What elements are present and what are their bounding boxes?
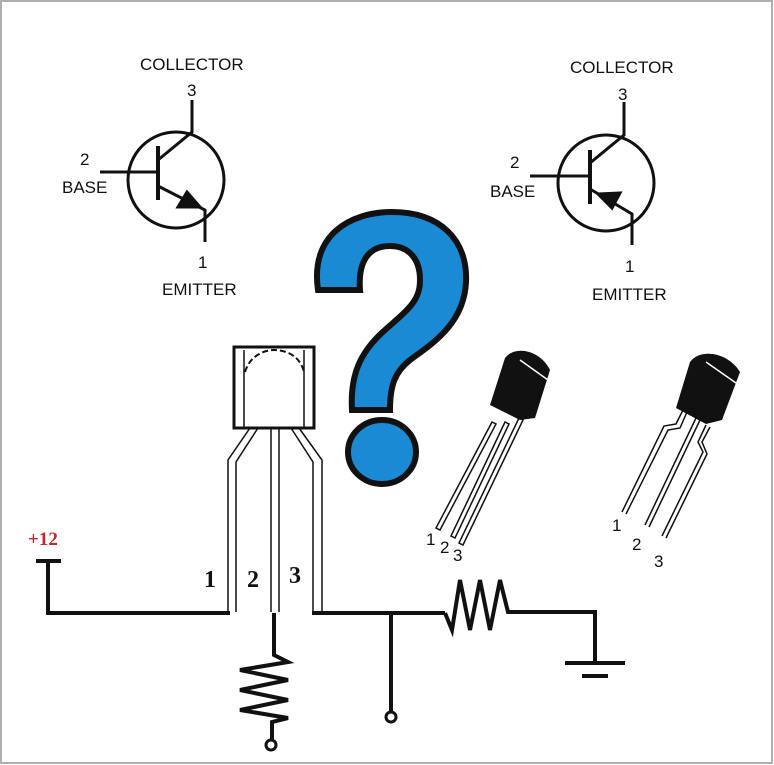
pnp-collector-label: COLLECTOR [570, 58, 674, 77]
package-b-pin-1: 1 [612, 516, 621, 535]
pnp-base-pin: 2 [510, 153, 519, 172]
circuit-pin-2: 2 [247, 567, 259, 593]
question-mark-icon [313, 208, 470, 487]
to92-package-bent: 1 2 3 [612, 353, 740, 571]
npn-emitter-pin: 1 [198, 253, 207, 272]
supply-label: +12 [28, 529, 58, 550]
pnp-symbol [530, 102, 656, 245]
circuit-wiring [36, 559, 625, 752]
npn-collector-label: COLLECTOR [140, 55, 244, 74]
output-terminal [384, 710, 398, 724]
npn-emitter-label: EMITTER [162, 280, 237, 299]
circuit-pin-3: 3 [289, 563, 301, 589]
package-b-pin-2: 2 [632, 535, 641, 554]
package-a-pin-2: 2 [440, 538, 449, 557]
pnp-emitter-pin: 1 [625, 257, 634, 276]
pnp-collector-pin: 3 [618, 85, 627, 104]
npn-collector-pin: 3 [187, 81, 196, 100]
pnp-arrow-icon [594, 191, 623, 211]
output-terminal [264, 738, 278, 752]
package-a-pin-1: 1 [426, 530, 435, 549]
npn-base-pin: 2 [80, 150, 89, 169]
circuit-pin-1: 1 [204, 567, 216, 593]
npn-circle [126, 130, 226, 230]
pnp-circle [556, 133, 656, 233]
package-a-pin-3: 3 [453, 546, 462, 565]
to92-front-view [227, 345, 323, 612]
npn-arrow-icon [175, 189, 204, 209]
pnp-emitter-label: EMITTER [592, 285, 667, 304]
pnp-base-label: BASE [490, 182, 535, 201]
npn-symbol [100, 100, 226, 242]
npn-base-label: BASE [62, 178, 107, 197]
to92-package-straight: 1 2 3 [426, 350, 550, 565]
package-b-pin-3: 3 [654, 552, 663, 571]
